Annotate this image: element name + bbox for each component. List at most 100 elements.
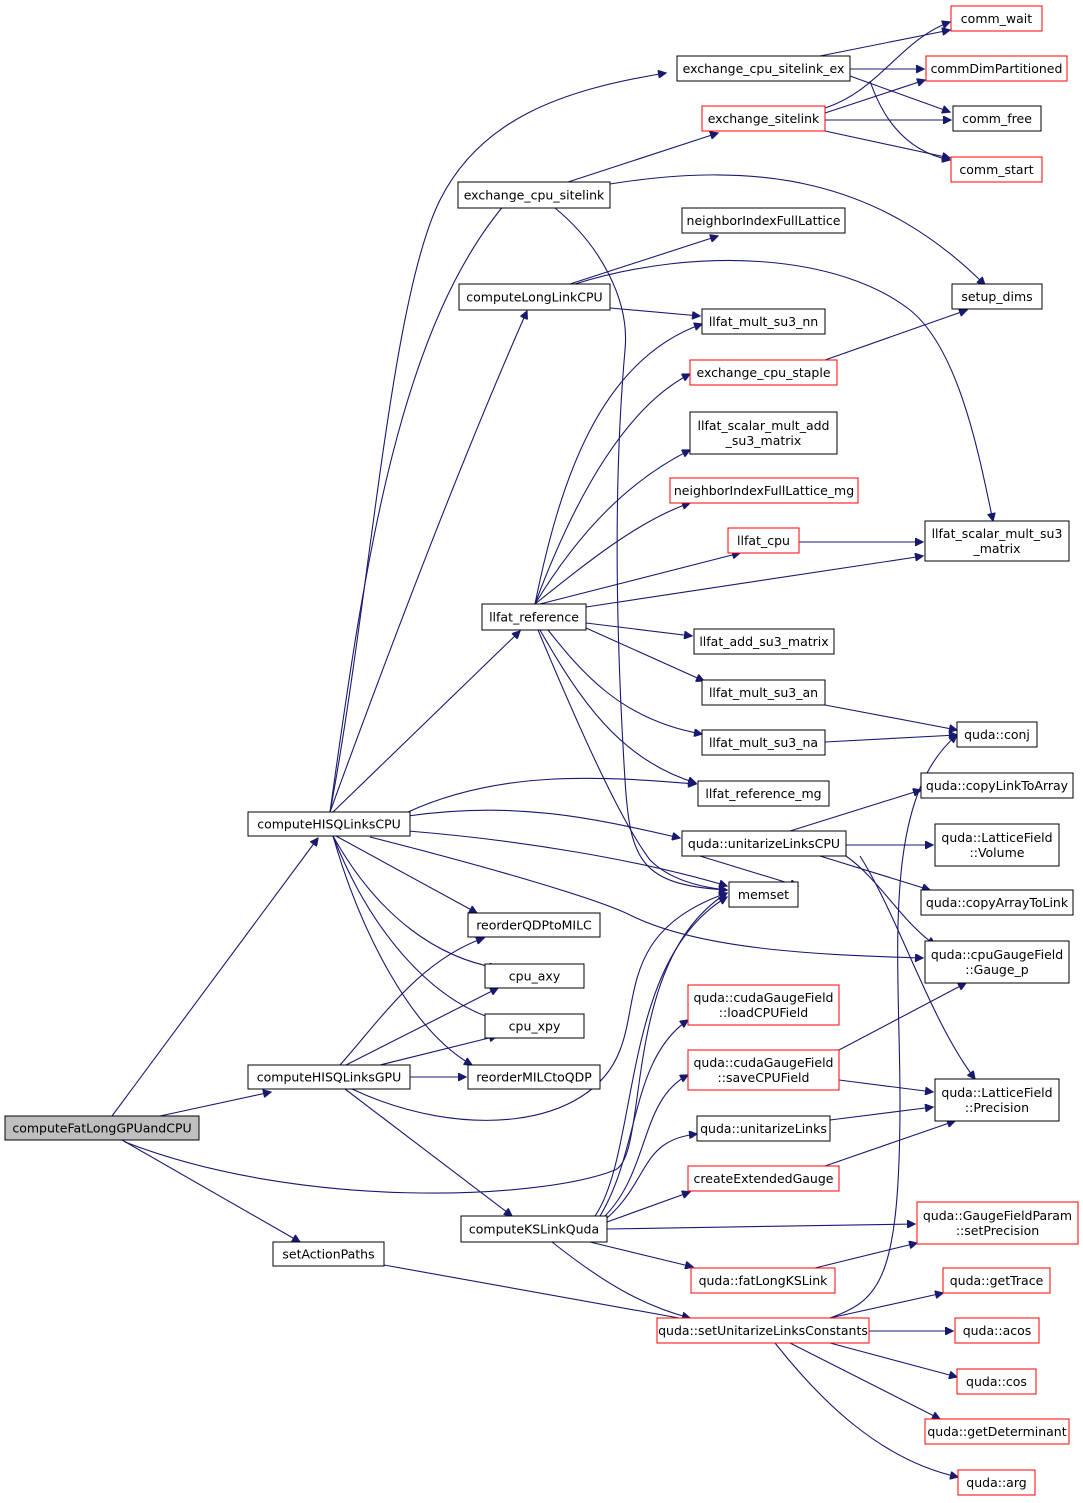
node-box[interactable] xyxy=(957,1469,1036,1496)
node-box[interactable] xyxy=(689,359,838,386)
node-exchange_cpu_sitelink[interactable]: exchange_cpu_sitelink xyxy=(457,181,611,209)
node-box[interactable] xyxy=(924,1418,1070,1445)
node-exchange_cpu_staple[interactable]: exchange_cpu_staple xyxy=(689,359,838,386)
node-box[interactable] xyxy=(920,889,1074,916)
node-box[interactable] xyxy=(951,283,1043,310)
node-llfat_mult_su3_nn[interactable]: llfat_mult_su3_nn xyxy=(701,308,826,335)
node-box[interactable] xyxy=(687,1049,840,1091)
node-box[interactable] xyxy=(481,603,587,631)
node-box[interactable] xyxy=(920,772,1074,799)
node-Gauge_p[interactable]: quda::cpuGaugeField::Gauge_p xyxy=(924,940,1070,984)
node-box[interactable] xyxy=(925,55,1068,82)
node-fatLongKSLink[interactable]: quda::fatLongKSLink xyxy=(690,1267,836,1294)
node-box[interactable] xyxy=(687,1165,840,1192)
node-neighborIndexFullLattice_mg[interactable]: neighborIndexFullLattice_mg xyxy=(669,477,859,504)
node-copyLinkToArray[interactable]: quda::copyLinkToArray xyxy=(920,772,1074,799)
node-box[interactable] xyxy=(467,1064,601,1090)
node-loadCPUField[interactable]: quda::cudaGaugeField::loadCPUField xyxy=(687,984,840,1026)
node-box[interactable] xyxy=(954,1317,1040,1344)
node-setActionPaths[interactable]: setActionPaths xyxy=(272,1241,385,1267)
node-box[interactable] xyxy=(701,105,826,132)
node-getTrace[interactable]: quda::getTrace xyxy=(942,1267,1051,1294)
node-box[interactable] xyxy=(669,477,859,504)
node-unitarizeLinksCPU[interactable]: quda::unitarizeLinksCPU xyxy=(681,830,847,857)
node-exchange_sitelink[interactable]: exchange_sitelink xyxy=(701,105,826,132)
node-box[interactable] xyxy=(687,984,840,1026)
node-computeHISQLinksCPU[interactable]: computeHISQLinksCPU xyxy=(247,811,411,837)
node-comm_wait[interactable]: comm_wait xyxy=(950,5,1043,32)
node-box[interactable] xyxy=(697,780,830,807)
node-cpu_xpy[interactable]: cpu_xpy xyxy=(484,1013,585,1039)
node-box[interactable] xyxy=(681,207,846,234)
node-box[interactable] xyxy=(728,881,799,908)
node-box[interactable] xyxy=(693,628,835,655)
node-llfat_reference_mg[interactable]: llfat_reference_mg xyxy=(697,780,830,807)
node-setup_dims[interactable]: setup_dims xyxy=(951,283,1043,310)
node-llfat_mult_su3_na[interactable]: llfat_mult_su3_na xyxy=(701,729,826,756)
node-createExtendedGauge[interactable]: createExtendedGauge xyxy=(687,1165,840,1192)
node-box[interactable] xyxy=(950,156,1043,183)
node-box[interactable] xyxy=(934,823,1060,867)
node-exchange_cpu_sitelink_ex[interactable]: exchange_cpu_sitelink_ex xyxy=(676,55,851,82)
node-LatticeField_Precision[interactable]: quda::LatticeField::Precision xyxy=(934,1078,1060,1122)
node-llfat_mult_su3_an[interactable]: llfat_mult_su3_an xyxy=(701,679,826,706)
node-box[interactable] xyxy=(701,729,826,756)
node-box[interactable] xyxy=(701,679,826,706)
node-box[interactable] xyxy=(952,105,1042,132)
node-box[interactable] xyxy=(916,1201,1079,1245)
node-comm_start[interactable]: comm_start xyxy=(950,156,1043,183)
node-box[interactable] xyxy=(934,1078,1060,1122)
node-LatticeField_Volume[interactable]: quda::LatticeField::Volume xyxy=(934,823,1060,867)
node-box[interactable] xyxy=(458,283,611,311)
node-box[interactable] xyxy=(924,520,1070,562)
node-conj[interactable]: quda::conj xyxy=(956,721,1038,748)
node-arg[interactable]: quda::arg xyxy=(957,1469,1036,1496)
node-box[interactable] xyxy=(690,1267,836,1294)
node-box[interactable] xyxy=(924,940,1070,984)
node-getDeterminant[interactable]: quda::getDeterminant xyxy=(924,1418,1070,1445)
node-box[interactable] xyxy=(656,1317,870,1344)
node-saveCPUField[interactable]: quda::cudaGaugeField::saveCPUField xyxy=(687,1049,840,1091)
node-box[interactable] xyxy=(676,55,851,82)
node-box[interactable] xyxy=(956,721,1038,748)
node-reorderMILCtoQDP[interactable]: reorderMILCtoQDP xyxy=(467,1064,601,1090)
node-box[interactable] xyxy=(681,830,847,857)
node-box[interactable] xyxy=(457,181,611,209)
node-box[interactable] xyxy=(727,527,800,554)
node-commDimPartitioned[interactable]: commDimPartitioned xyxy=(925,55,1068,82)
node-box[interactable] xyxy=(950,5,1043,32)
node-box[interactable] xyxy=(956,1368,1037,1395)
node-comm_free[interactable]: comm_free xyxy=(952,105,1042,132)
node-box[interactable] xyxy=(942,1267,1051,1294)
node-box[interactable] xyxy=(484,1013,585,1039)
node-cos[interactable]: quda::cos xyxy=(956,1368,1037,1395)
node-llfat_cpu[interactable]: llfat_cpu xyxy=(727,527,800,554)
node-cpu_axy[interactable]: cpu_axy xyxy=(484,963,585,989)
node-memset[interactable]: memset xyxy=(728,881,799,908)
node-computeLongLinkCPU[interactable]: computeLongLinkCPU xyxy=(458,283,611,311)
node-llfat_reference[interactable]: llfat_reference xyxy=(481,603,587,631)
node-computeHISQLinksGPU[interactable]: computeHISQLinksGPU xyxy=(247,1064,411,1090)
node-computeKSLinkQuda[interactable]: computeKSLinkQuda xyxy=(460,1215,608,1243)
node-llfat_scalar_mult_su3_matrix[interactable]: llfat_scalar_mult_su3_matrix xyxy=(924,520,1070,562)
node-box[interactable] xyxy=(689,411,838,455)
node-box[interactable] xyxy=(467,912,601,938)
node-box[interactable] xyxy=(247,1064,411,1090)
node-box[interactable] xyxy=(696,1115,831,1142)
node-box[interactable] xyxy=(460,1215,608,1243)
node-acos[interactable]: quda::acos xyxy=(954,1317,1040,1344)
node-box[interactable] xyxy=(247,811,411,837)
node-llfat_scalar_mult_add_su3_matrix[interactable]: llfat_scalar_mult_add_su3_matrix xyxy=(689,411,838,455)
node-reorderQDPtoMILC[interactable]: reorderQDPtoMILC xyxy=(467,912,601,938)
node-setUnitarizeLinksConstants[interactable]: quda::setUnitarizeLinksConstants xyxy=(656,1317,870,1344)
node-copyArrayToLink[interactable]: quda::copyArrayToLink xyxy=(920,889,1074,916)
node-neighborIndexFullLattice[interactable]: neighborIndexFullLattice xyxy=(681,207,846,234)
node-setPrecision[interactable]: quda::GaugeFieldParam::setPrecision xyxy=(916,1201,1079,1245)
node-computeFatLongGPUandCPU[interactable]: computeFatLongGPUandCPU xyxy=(4,1115,200,1141)
node-box[interactable] xyxy=(484,963,585,989)
node-box[interactable] xyxy=(272,1241,385,1267)
node-unitarizeLinks[interactable]: quda::unitarizeLinks xyxy=(696,1115,831,1142)
node-box[interactable] xyxy=(4,1115,200,1141)
node-llfat_add_su3_matrix[interactable]: llfat_add_su3_matrix xyxy=(693,628,835,655)
node-box[interactable] xyxy=(701,308,826,335)
